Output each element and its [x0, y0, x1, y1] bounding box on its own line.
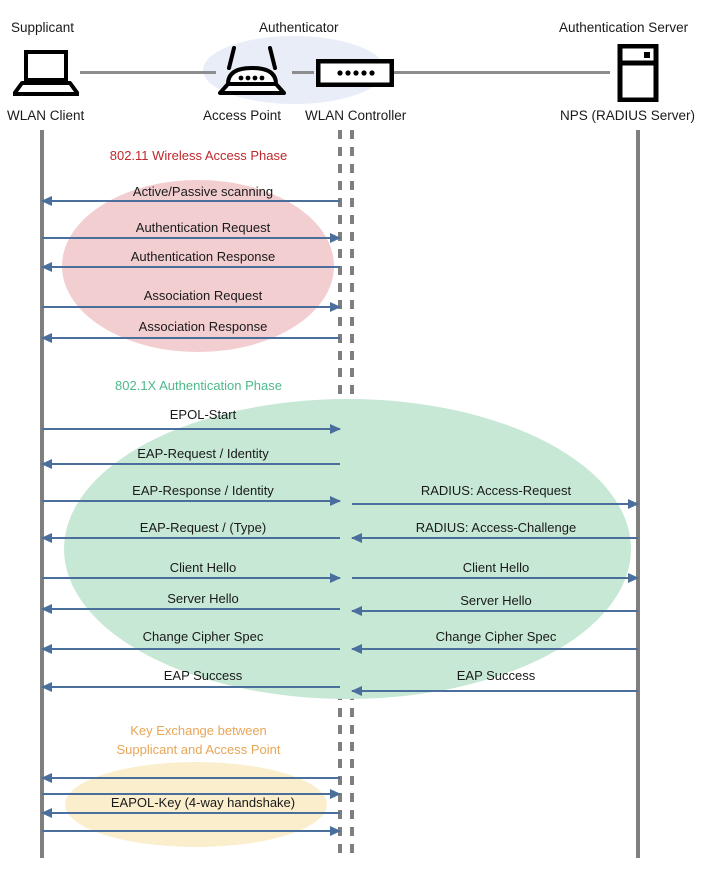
message-label-right-1: RADIUS: Access-Challenge: [415, 520, 577, 535]
phase-ellipse-dot1x-authentication: [64, 399, 631, 699]
message-label-left-2: Authentication Response: [130, 249, 276, 264]
message-label-right-3: Server Hello: [460, 593, 532, 608]
message-arrow-right-2: [352, 573, 639, 583]
actor-role-authenticator: Authenticator: [259, 20, 339, 35]
access-point-icon: [216, 46, 288, 101]
message-arrow-left-9: [42, 573, 341, 583]
message-arrow-left-16: [42, 826, 341, 836]
message-label-right-2: Client Hello: [462, 560, 530, 575]
phase-ellipse-key-exchange: [65, 762, 327, 847]
message-label-right-4: Change Cipher Spec: [435, 629, 557, 644]
message-label-left-1: Authentication Request: [135, 220, 271, 235]
wire-controller-to-nps: [392, 71, 610, 74]
message-label-left-15: EAPOL-Key (4-way handshake): [110, 795, 296, 810]
message-arrow-right-3: [351, 606, 638, 616]
wire-client-to-ap: [80, 71, 216, 74]
message-arrow-left-7: [42, 496, 341, 506]
actor-device-wlan-controller: WLAN Controller: [305, 108, 407, 123]
wlan-controller-icon: [315, 58, 395, 92]
message-label-left-12: EAP Success: [163, 668, 243, 683]
message-arrow-left-1: [42, 233, 341, 243]
message-arrow-left-14: [42, 789, 341, 799]
lifeline-supplicant: [40, 130, 44, 858]
message-arrow-right-1: [351, 533, 638, 543]
message-arrow-left-5: [42, 424, 341, 434]
message-arrow-left-10: [41, 604, 340, 614]
message-label-left-6: EAP-Request / Identity: [137, 446, 269, 461]
message-arrow-left-6: [41, 459, 340, 469]
message-arrow-right-4: [351, 644, 638, 654]
message-label-left-9: Client Hello: [169, 560, 237, 575]
message-arrow-left-12: [41, 682, 340, 692]
actor-device-nps: NPS (RADIUS Server): [560, 108, 696, 123]
message-label-left-0: Active/Passive scanning: [132, 184, 274, 199]
actor-role-supplicant: Supplicant: [11, 20, 75, 35]
message-arrow-left-2: [41, 262, 340, 272]
actor-device-access-point: Access Point: [203, 108, 282, 123]
message-arrow-left-11: [41, 644, 340, 654]
message-arrow-left-3: [42, 302, 341, 312]
message-label-left-3: Association Request: [143, 288, 263, 303]
phase-label-key-exchange: Key Exchange between Supplicant and Acce…: [116, 723, 281, 757]
message-arrow-left-15: [41, 808, 340, 818]
phase-label-dot1x-authentication: 802.1X Authentication Phase: [115, 378, 282, 393]
message-label-left-5: EPOL-Start: [169, 407, 237, 422]
actor-device-wlan-client: WLAN Client: [7, 108, 85, 123]
message-label-left-11: Change Cipher Spec: [142, 629, 264, 644]
wire-ap-to-controller: [292, 71, 314, 74]
message-arrow-right-5: [351, 686, 638, 696]
message-label-left-10: Server Hello: [167, 591, 239, 606]
message-label-right-5: EAP Success: [456, 668, 536, 683]
message-label-right-0: RADIUS: Access-Request: [420, 483, 572, 498]
message-arrow-left-8: [41, 533, 340, 543]
message-arrow-left-4: [41, 333, 340, 343]
server-icon: [617, 43, 659, 107]
message-label-left-7: EAP-Response / Identity: [132, 483, 274, 498]
laptop-icon: [12, 50, 80, 101]
message-label-left-8: EAP-Request / (Type): [139, 520, 267, 535]
message-label-left-4: Association Response: [138, 319, 268, 334]
message-arrow-left-0: [41, 196, 340, 206]
message-arrow-right-0: [352, 499, 639, 509]
actor-role-authentication-server: Authentication Server: [559, 20, 689, 35]
phase-label-wireless-access: 802.11 Wireless Access Phase: [109, 148, 288, 163]
message-arrow-left-13: [41, 773, 340, 783]
lifeline-authentication-server: [636, 130, 640, 858]
